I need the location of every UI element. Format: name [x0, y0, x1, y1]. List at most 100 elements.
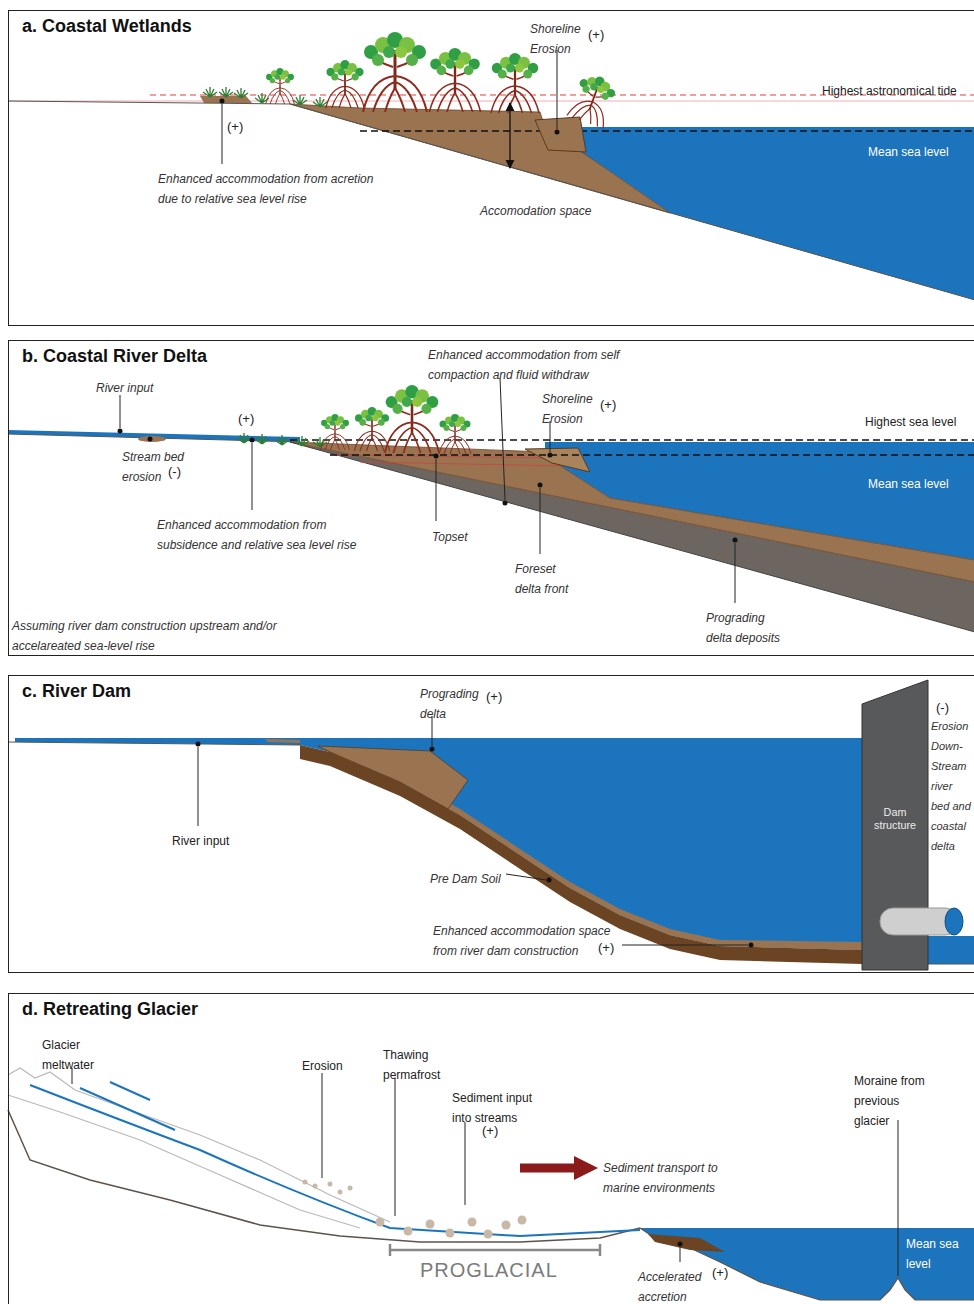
annotation-label: Enhanced accommodation from subsidence a…	[157, 518, 356, 552]
leader-dot	[220, 99, 225, 104]
label-box: (+)	[712, 1262, 728, 1282]
leader-dot	[548, 453, 553, 458]
meltwater-stream	[30, 1085, 640, 1236]
annotation-label: Accelerated accretion	[638, 1270, 701, 1304]
leader-dot	[538, 483, 543, 488]
grass-tuft	[255, 434, 269, 444]
annotation-label: Erosion Down-Stream river bed and coasta…	[931, 720, 971, 852]
highest-level-line	[290, 439, 974, 441]
sign-marker: (+)	[712, 1265, 728, 1280]
leader-line	[120, 395, 121, 428]
annotation-label: Enhanced accommodation from acretion due…	[158, 172, 373, 206]
label-box: (-)	[168, 461, 181, 481]
sediment-dot	[313, 1184, 318, 1189]
sign-marker: (+)	[482, 1123, 498, 1138]
ice-outline	[8, 1095, 360, 1228]
label-box: Thawing permafrost	[383, 1044, 453, 1084]
annotation-label: River input	[172, 834, 229, 848]
stream-bed-scour	[138, 436, 166, 442]
annotation-label: Enhanced accommodation space from river …	[433, 924, 610, 958]
sediment-dot	[468, 1218, 477, 1227]
label-box: (+)	[482, 1120, 498, 1140]
label-box: Glacier meltwater	[42, 1034, 104, 1074]
leader-line	[898, 1120, 899, 1276]
leader-dot	[148, 437, 153, 442]
sea-level-line	[330, 454, 974, 456]
annotation-label: Glacier meltwater	[42, 1038, 94, 1072]
ground-line	[8, 742, 300, 745]
panel-frame: a. Coastal Wetlands	[8, 10, 974, 326]
sediment-dot	[518, 1216, 527, 1225]
annotation-label: Moraine from previous glacier	[854, 1074, 925, 1128]
transport-arrow-head	[574, 1156, 598, 1180]
annotation-label: Thawing permafrost	[383, 1048, 440, 1082]
label-box: Assuming river dam construction upstream…	[12, 615, 277, 655]
label-box: Highest astronomical tide	[822, 80, 957, 100]
label-box: Mean sea level	[906, 1233, 966, 1273]
leader-line	[322, 1073, 323, 1178]
leader-dot	[503, 501, 508, 506]
panel-frame: d. Retreating Glacier	[8, 993, 974, 1304]
sediment-dot	[446, 1229, 455, 1238]
leader-dot	[434, 454, 439, 459]
sediment-dot	[376, 1218, 385, 1227]
label-box: Enhanced accommodation from acretion due…	[158, 168, 388, 208]
sign-marker: (-)	[168, 464, 181, 479]
label-box: Topset	[432, 526, 468, 546]
mangrove-tree	[567, 70, 620, 128]
leader-line	[465, 1122, 466, 1205]
leader-line	[395, 1078, 396, 1216]
mangrove-tree	[321, 414, 350, 450]
accretion-patch	[200, 96, 252, 103]
sediment-dot	[426, 1220, 435, 1229]
annotation-label: Shoreline Erosion	[542, 392, 593, 426]
ground-line	[8, 434, 300, 442]
sediment-dot	[328, 1182, 333, 1187]
grass-tuft	[234, 88, 248, 98]
pipe-outlet	[945, 908, 963, 935]
label-box: (+)	[238, 408, 254, 428]
sediment-dot	[338, 1190, 343, 1195]
annotation-label: Sediment input into streams	[452, 1091, 532, 1125]
label-box: Erosion	[302, 1055, 343, 1075]
reservoir-water	[15, 738, 862, 950]
label-box: Prograding delta	[420, 683, 482, 723]
label-box: (-)	[936, 697, 949, 717]
grass-tuft	[293, 95, 307, 105]
delta-deposits	[290, 442, 974, 582]
mangrove-tree	[385, 385, 439, 453]
mangrove-tree	[354, 407, 389, 451]
annotation-label: Prograding delta deposits	[706, 611, 780, 645]
label-box: PROGLACIAL	[420, 1258, 558, 1283]
leader-line	[622, 945, 748, 946]
label-box: Enhanced accommodation space from river …	[433, 920, 615, 960]
label-box: Moraine from previous glacier	[854, 1070, 934, 1130]
mangrove-tree	[439, 414, 471, 454]
zone-label: PROGLACIAL	[420, 1259, 558, 1281]
annotation-label: Accomodation space	[480, 204, 591, 218]
leader-dot	[733, 538, 738, 543]
label-box: (+)	[486, 686, 502, 706]
mangrove-tree	[326, 60, 364, 108]
sea-level-line	[360, 130, 974, 132]
label-box: Foreset delta front	[515, 558, 579, 598]
label-box: Sediment transport to marine environment…	[603, 1157, 748, 1197]
panel-heading: c. River Dam	[22, 681, 131, 702]
sediment-dot	[404, 1227, 413, 1236]
annotation-label: Sediment transport to marine environment…	[603, 1161, 718, 1195]
pre-dam-soil	[300, 745, 862, 964]
downstream-water	[928, 936, 974, 964]
label-box: (+)	[600, 394, 616, 414]
grass-tuft	[275, 435, 289, 445]
mangrove-tree	[491, 53, 539, 113]
sea-water	[640, 1228, 974, 1300]
sign-marker: (-)	[936, 700, 949, 715]
panel-heading: b. Coastal River Delta	[22, 346, 207, 367]
label-box: Sediment input into streams	[452, 1087, 547, 1127]
label-box: Accelerated accretion	[638, 1266, 710, 1304]
leader-line	[540, 488, 541, 554]
leader-dot	[196, 742, 201, 747]
sign-marker: (+)	[227, 119, 243, 134]
annotation-label: Enhanced accommodation from self compact…	[428, 348, 619, 382]
grass-tuft	[255, 93, 269, 103]
